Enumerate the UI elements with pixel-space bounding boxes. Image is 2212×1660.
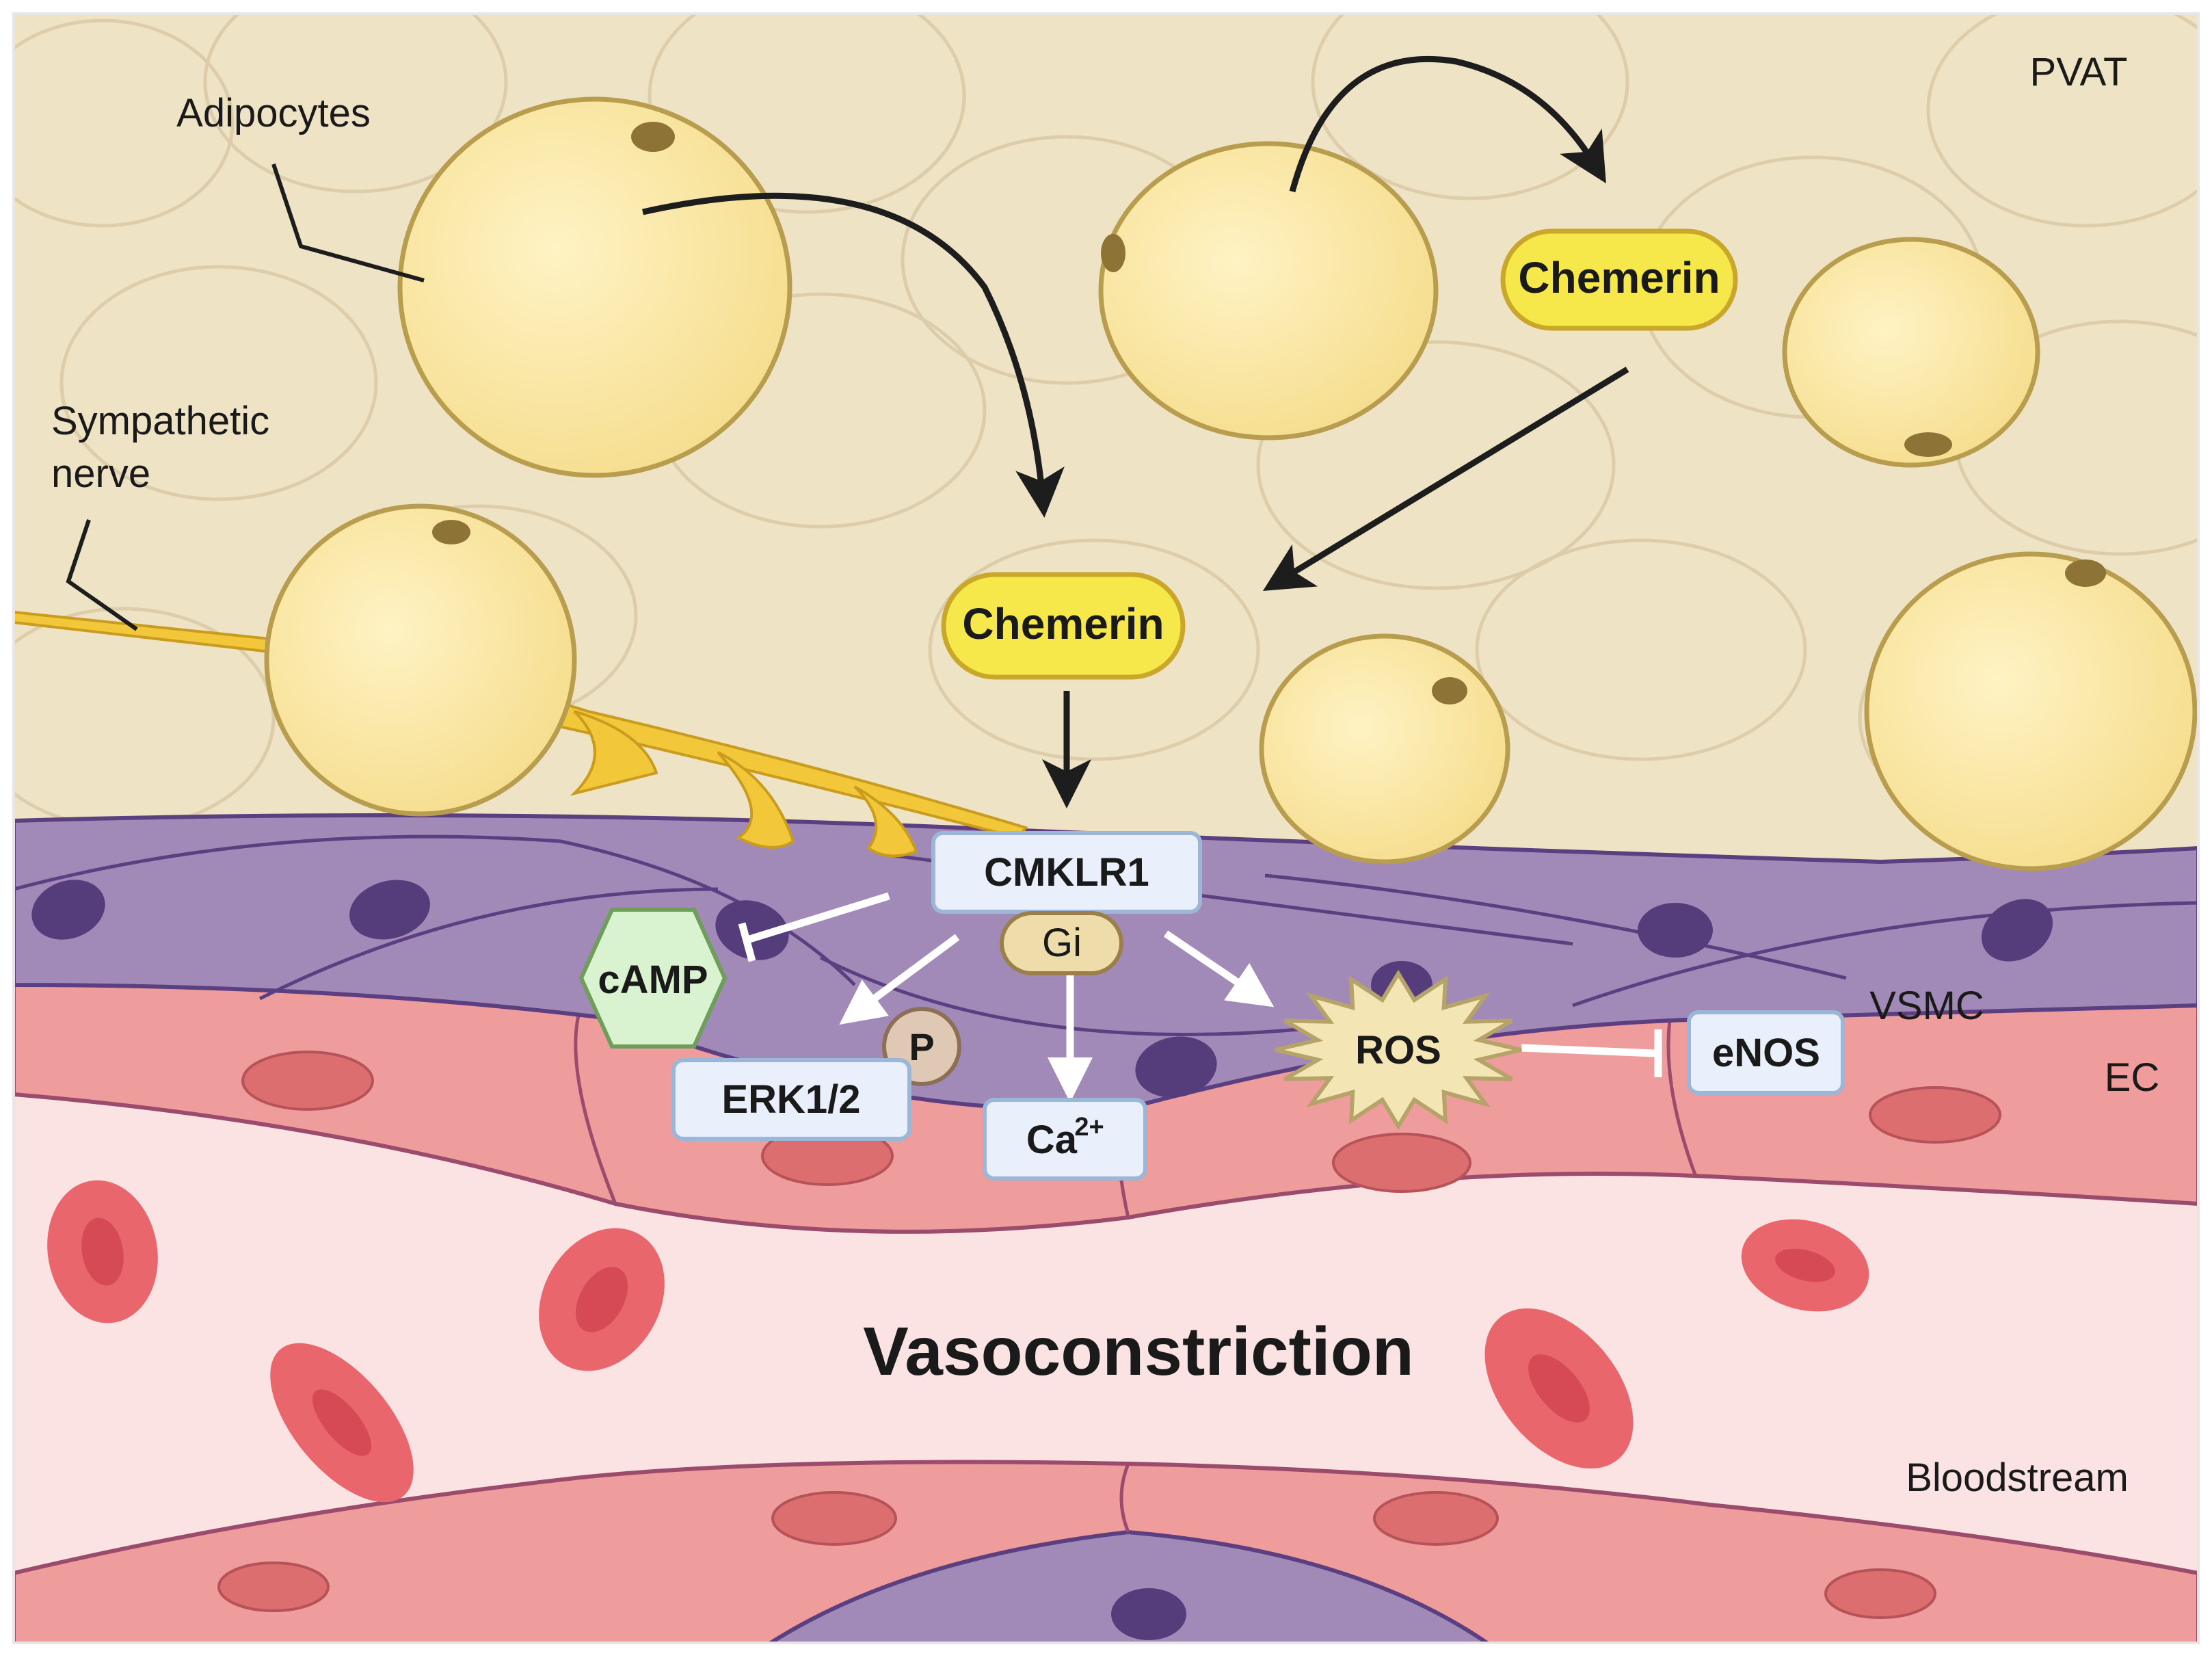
sympathetic-label-line2: nerve bbox=[51, 451, 150, 496]
bloodstream-label: Bloodstream bbox=[1906, 1455, 2129, 1500]
adipocytes-label: Adipocytes bbox=[176, 91, 371, 135]
calcium-node: Ca 2+ bbox=[983, 1098, 1147, 1181]
ec-bottom-details bbox=[217, 1463, 1936, 1640]
adipocyte bbox=[1864, 551, 2198, 871]
enos-node: eNOS bbox=[1687, 1010, 1845, 1095]
chemerin-top-label: Chemerin bbox=[1518, 253, 1720, 302]
adipocyte bbox=[1259, 633, 1510, 865]
adipocyte bbox=[264, 503, 577, 817]
ros-node: ROS bbox=[1275, 969, 1522, 1131]
adipocyte bbox=[1098, 141, 1439, 440]
vsmc-nuclei bbox=[31, 880, 2053, 1098]
vasoconstriction-label: Vasoconstriction bbox=[863, 1313, 1414, 1390]
adipocyte bbox=[397, 96, 792, 478]
sympathetic-label-line1: Sympathetic bbox=[51, 399, 269, 443]
camp-inhibition-bar bbox=[738, 922, 756, 962]
enos-label: eNOS bbox=[1712, 1031, 1820, 1075]
ros-activation-arrow bbox=[1163, 930, 1275, 1007]
chemerin-top-node: Chemerin bbox=[1500, 228, 1738, 331]
erk-node: ERK1/2 bbox=[671, 1058, 911, 1141]
gi-label: Gi bbox=[1042, 921, 1082, 965]
ec-label: EC bbox=[2105, 1055, 2160, 1100]
erk-activation-arrow bbox=[839, 934, 960, 1025]
calcium-base-text: Ca bbox=[1026, 1118, 1078, 1162]
vsmc-label: VSMC bbox=[1869, 984, 1984, 1028]
camp-molecule: cAMP bbox=[578, 908, 728, 1049]
camp-label: cAMP bbox=[598, 958, 708, 1002]
red-blood-cells bbox=[47, 1180, 1869, 1503]
vsmc-layer-bottom bbox=[767, 1529, 1491, 1643]
secretion-arrow-left bbox=[642, 192, 1065, 518]
background-cell-mesh bbox=[14, 14, 2198, 830]
erk-label: ERK1/2 bbox=[721, 1077, 860, 1122]
chemerin-mid-label: Chemerin bbox=[962, 599, 1164, 648]
frame-border bbox=[12, 12, 2200, 1644]
calcium-superscript: 2+ bbox=[1074, 1113, 1104, 1142]
gi-protein: Gi bbox=[1000, 911, 1123, 975]
ec-nuclei bbox=[241, 1051, 2001, 1193]
cmklr1-label: CMKLR1 bbox=[984, 850, 1149, 895]
cmklr1-receptor: CMKLR1 bbox=[931, 831, 1202, 914]
phosphate-label: P bbox=[909, 1025, 934, 1068]
adipocyte-cells bbox=[264, 96, 2198, 871]
receptor-signal-arrows bbox=[738, 892, 1662, 1103]
signal-arrows bbox=[642, 56, 1629, 808]
pvat-label: PVAT bbox=[2030, 50, 2128, 94]
ros-label: ROS bbox=[1355, 1028, 1441, 1072]
secretion-arrow-right bbox=[1289, 56, 1606, 193]
chemerin-mid-node: Chemerin bbox=[941, 572, 1186, 680]
enos-inhibition-line bbox=[1521, 1044, 1655, 1057]
camp-inhibition-line bbox=[744, 892, 890, 945]
adipocyte bbox=[1782, 237, 2040, 468]
chemerin-diffusion-arrow bbox=[1262, 367, 1629, 592]
label-leader-lines bbox=[66, 163, 425, 631]
calcium-label: Ca bbox=[1026, 1118, 1078, 1162]
